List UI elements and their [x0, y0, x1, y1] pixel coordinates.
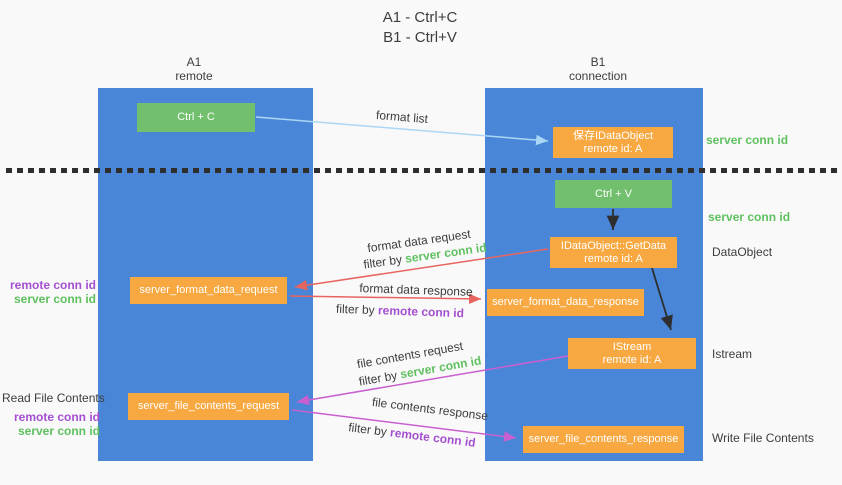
node-idataobject-getdata: IDataObject::GetData remote id: A — [550, 237, 677, 268]
server-conn-id-text: server conn id — [13, 292, 96, 306]
annotation-conn-ids-file: remote conn id server conn id — [2, 410, 100, 438]
node-getdata-line2: remote id: A — [584, 252, 643, 265]
annotation-istream: Istream — [712, 347, 753, 361]
node-server-format-data-request: server_format_data_request — [130, 277, 287, 304]
filter-by-text: filter by — [335, 301, 375, 318]
node-ctrl-v-label: Ctrl + V — [595, 187, 632, 200]
lane-right-name: B1 — [590, 55, 606, 69]
lane-header-left: A1 remote — [134, 55, 254, 83]
server-conn-id-text: server conn id — [17, 424, 100, 438]
lane-right-role: connection — [568, 69, 628, 83]
node-ctrl-c: Ctrl + C — [137, 103, 255, 132]
node-server-format-data-response: server_format_data_response — [487, 289, 644, 316]
node-ctrl-c-label: Ctrl + C — [177, 111, 215, 123]
node-file-request-label: server_file_contents_request — [137, 400, 280, 412]
label-file-contents-response: file contents response — [371, 394, 489, 424]
node-save-idataobject: 保存IDataObject remote id: A — [553, 127, 673, 158]
node-save-idataobject-line1: 保存IDataObject — [572, 129, 654, 142]
title-line-1: A1 - Ctrl+C — [382, 9, 458, 26]
filter-by-text: filter by — [347, 420, 388, 439]
node-format-response-label: server_format_data_response — [492, 296, 639, 308]
lane-header-right: B1 connection — [538, 55, 658, 83]
node-istream: IStream remote id: A — [568, 338, 696, 369]
annotation-read-file-contents: Read File Contents — [2, 391, 105, 405]
node-istream-line1: IStream — [612, 340, 652, 353]
label-format-list: format list — [375, 107, 429, 127]
node-save-idataobject-line2: remote id: A — [583, 142, 643, 155]
node-server-file-contents-response: server_file_contents_response — [523, 426, 684, 453]
label-filter-by-remote-conn-id-2: filter by remote conn id — [348, 420, 477, 450]
annotation-write-file-contents: Write File Contents — [712, 431, 814, 445]
diagram-title: A1 - Ctrl+C B1 - Ctrl+V — [300, 8, 540, 48]
node-ctrl-v: Ctrl + V — [555, 180, 672, 208]
node-file-response-label: server_file_contents_response — [528, 433, 679, 445]
lane-left-role: remote — [175, 69, 213, 83]
node-format-request-label: server_format_data_request — [139, 284, 278, 296]
title-line-2: B1 - Ctrl+V — [383, 29, 457, 46]
annotation-server-conn-id-top: server conn id — [706, 133, 789, 147]
label-filter-by-remote-conn-id-1: filter by remote conn id — [336, 302, 464, 320]
phase-separator-dotted-line — [6, 168, 838, 173]
annotation-server-conn-id-mid: server conn id — [708, 210, 791, 224]
lane-left-name: A1 — [186, 55, 202, 69]
annotation-conn-ids-format: remote conn id server conn id — [8, 278, 96, 306]
node-istream-line2: remote id: A — [602, 353, 662, 366]
filter-by-text: filter by — [362, 252, 403, 272]
node-server-file-contents-request: server_file_contents_request — [128, 393, 289, 420]
filter-by-text: filter by — [357, 368, 399, 389]
remote-conn-id-text: remote conn id — [13, 410, 100, 424]
annotation-dataobject: DataObject — [712, 245, 773, 259]
remote-conn-id-text: remote conn id — [9, 278, 96, 292]
label-format-data-response: format data response — [359, 281, 473, 299]
remote-conn-id-text: remote conn id — [389, 425, 477, 450]
node-getdata-line1: IDataObject::GetData — [560, 239, 667, 252]
remote-conn-id-text: remote conn id — [377, 303, 465, 321]
